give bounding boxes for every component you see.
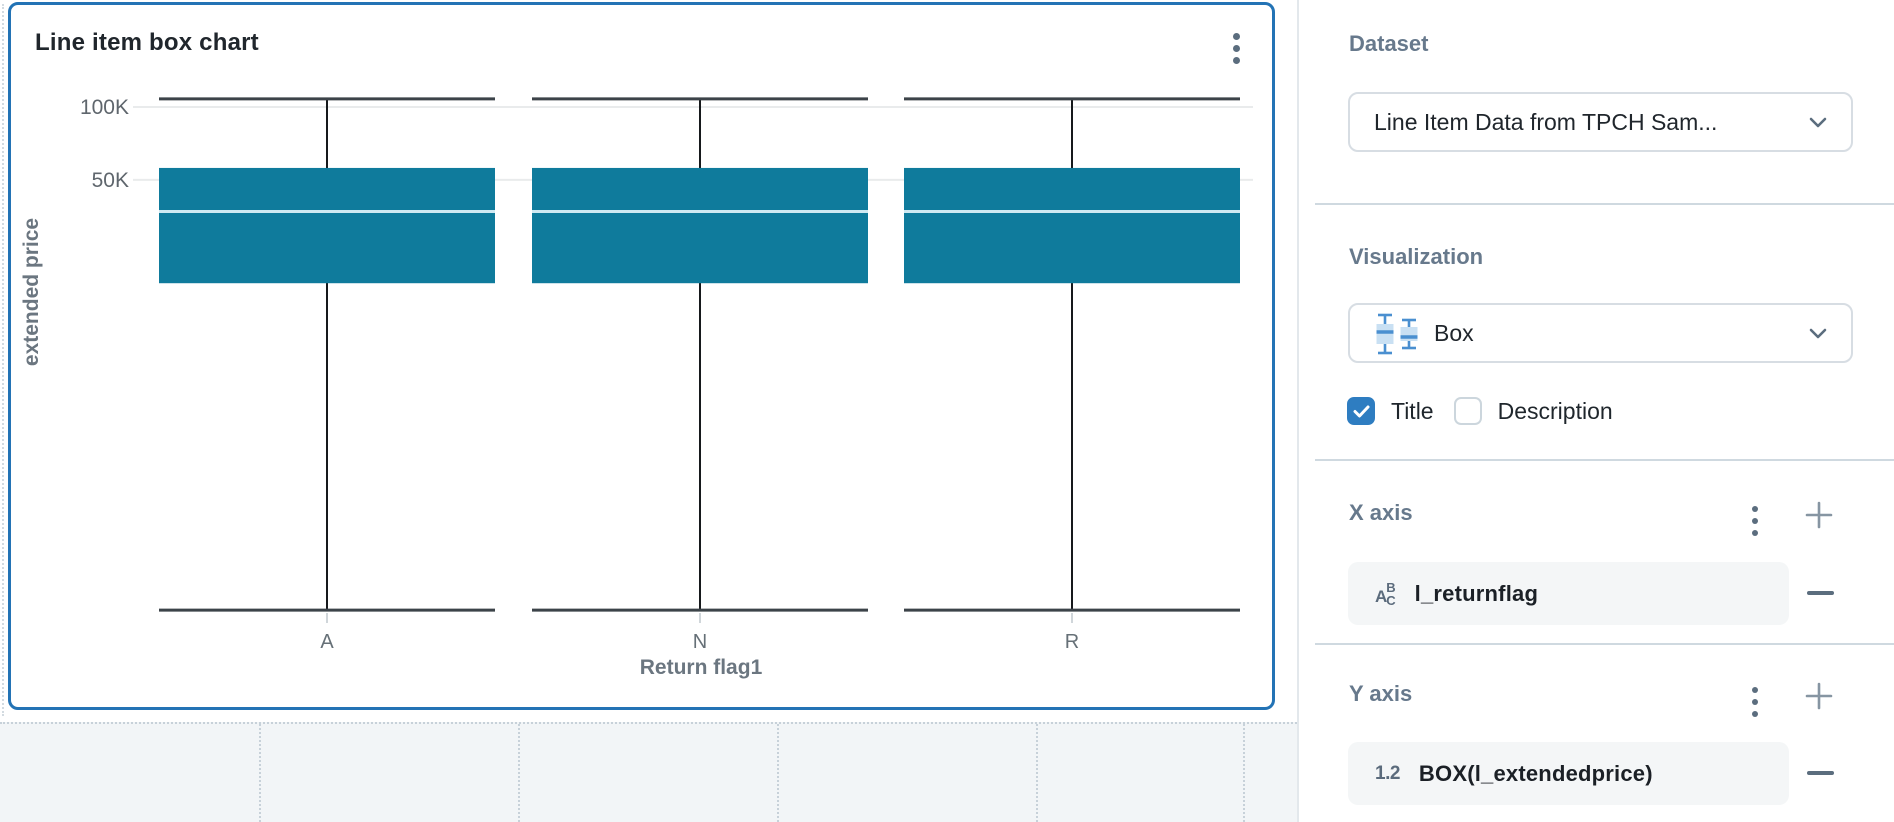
section-divider [1315,203,1894,205]
x-axis-field-name: l_returnflag [1414,580,1539,606]
settings-panel: Dataset Line Item Data from TPCH Sam... … [1297,0,1894,822]
y-axis-field[interactable]: 1.2 BOX(l_extendedprice) [1348,742,1789,805]
y-axis-heading: Y axis [1349,681,1413,706]
section-divider [1315,459,1894,461]
svg-text:R: R [1065,631,1079,653]
section-divider [1315,643,1894,645]
x-axis-add-icon[interactable] [1803,499,1835,531]
svg-text:A: A [320,631,334,653]
chevron-down-icon [1809,328,1827,338]
chevron-down-icon [1809,117,1827,127]
x-axis-remove-icon[interactable] [1807,591,1834,595]
x-axis-field[interactable]: A B C l_returnflag [1348,562,1789,625]
x-axis-heading: X axis [1349,500,1413,525]
dashboard-canvas: 100K 50K A N R Return flag1 extended price Lin… [0,0,1297,822]
visualization-heading: Visualization [1349,244,1484,269]
dashboard-grid-line [259,724,261,822]
number-type-icon: 1.2 [1375,762,1400,784]
y-axis-add-icon[interactable] [1803,680,1835,712]
dashboard-grid-row [0,722,1297,822]
svg-text:Return flag1: Return flag1 [640,656,763,679]
dataset-heading: Dataset [1349,31,1429,56]
chart-title: Line item box chart [35,29,259,56]
box-chart: 100K 50K A N R Return flag1 extended price [20,96,1253,679]
text-type-icon: A B C [1375,579,1396,608]
box-plot-icon [1376,313,1418,355]
y-axis-remove-icon[interactable] [1807,771,1834,775]
check-icon [1353,405,1369,417]
dataset-selected-value: Line Item Data from TPCH Sam... [1374,108,1718,135]
dashboard-grid-line [2,4,4,716]
dashboard-grid-line [1036,724,1038,822]
dashboard-grid-line [777,724,779,822]
dashboard-grid-line [1243,724,1245,822]
y-axis-kebab-icon[interactable] [1749,684,1761,720]
title-checkbox-label: Title [1391,397,1434,424]
kebab-vertical-icon[interactable] [1231,31,1242,66]
visualization-selected-value: Box [1434,319,1474,346]
svg-text:100K: 100K [80,96,129,119]
title-description-toggles: Title Description [1347,397,1633,425]
chart-card[interactable]: 100K 50K A N R Return flag1 extended price Lin… [8,2,1275,710]
description-checkbox[interactable] [1453,397,1482,425]
svg-text:N: N [693,631,707,653]
x-axis-kebab-icon[interactable] [1749,503,1761,539]
svg-text:50K: 50K [92,169,129,192]
title-checkbox[interactable] [1347,397,1375,425]
dataset-select[interactable]: Line Item Data from TPCH Sam... [1348,92,1853,152]
y-axis-field-name: BOX(l_extendedprice) [1418,760,1653,786]
dashboard-grid-line [518,724,520,822]
visualization-select[interactable]: Box [1348,303,1853,363]
description-checkbox-label: Description [1497,397,1613,424]
svg-text:extended price: extended price [20,218,43,366]
